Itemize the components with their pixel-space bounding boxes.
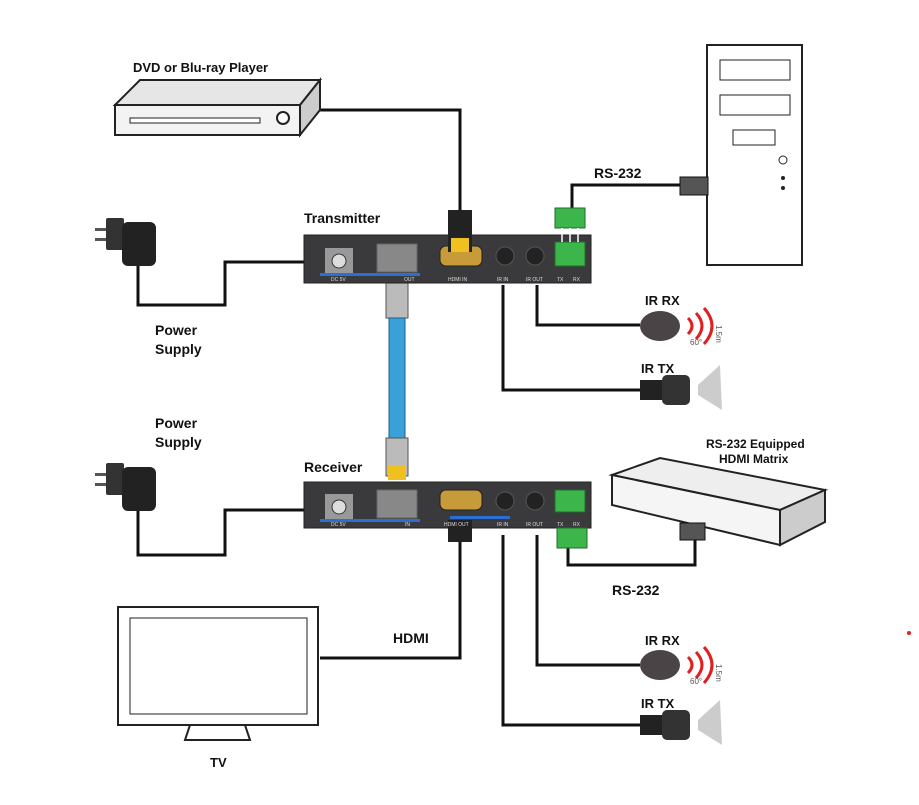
ir-rx-bottom-label: IR RX (645, 633, 680, 648)
svg-text:OUT: OUT (404, 277, 415, 283)
power-adapter-bottom-icon (95, 463, 156, 511)
ir-tx-cable-top (501, 285, 640, 392)
svg-text:IR IN: IR IN (497, 277, 509, 283)
ir-emitter-bottom-icon (640, 700, 722, 745)
svg-text:DC 5V: DC 5V (331, 522, 346, 528)
matrix-label-2: HDMI Matrix (719, 452, 789, 466)
svg-text:RX: RX (573, 277, 581, 283)
svg-text:TX: TX (557, 277, 564, 283)
hdmi-label: HDMI (393, 630, 429, 646)
hdmi-matrix-icon (608, 456, 829, 547)
power-top-label-2: Supply (155, 341, 202, 357)
svg-text:1.5m: 1.5m (714, 325, 723, 343)
transmitter-unit: DC 5V OUT HDMI IN IR IN IR OUT TX RX (303, 207, 592, 284)
svg-text:IR OUT: IR OUT (526, 277, 543, 283)
svg-text:TX: TX (557, 522, 564, 528)
rj45-out-port (376, 243, 418, 273)
rs232-cable-bottom (566, 540, 697, 567)
power-bottom-label-1: Power (155, 415, 198, 431)
svg-text:60°: 60° (690, 677, 702, 686)
ir-receiver-top-icon: 1.5m 60° (640, 307, 723, 347)
rs232-top-label: RS-232 (594, 165, 642, 181)
dvd-player-icon (112, 77, 323, 138)
svg-text:RX: RX (573, 522, 581, 528)
svg-text:IR IN: IR IN (497, 522, 509, 528)
tv-icon (117, 606, 319, 741)
power-cable-bottom (136, 508, 305, 557)
rs232-bottom-label: RS-232 (612, 582, 660, 598)
receiver-label: Receiver (304, 459, 363, 475)
hdmi-cable-dvd (300, 108, 462, 210)
svg-text:IR OUT: IR OUT (526, 522, 543, 528)
ir-receiver-bottom-icon: 1.5m 60° (640, 646, 723, 686)
red-dot (907, 631, 911, 635)
power-bottom-label-2: Supply (155, 434, 202, 450)
ir-rx-cable-bottom (535, 535, 640, 667)
ir-tx-bottom-label: IR TX (641, 696, 675, 711)
ir-tx-cable-bottom (501, 535, 640, 727)
receiver-unit: DC 5V IN HDMI OUT IR IN IR OUT TX RX (303, 481, 592, 549)
dvd-label: DVD or Blu-ray Player (133, 60, 268, 75)
svg-text:DC 5V: DC 5V (331, 277, 346, 283)
svg-text:HDMI OUT: HDMI OUT (444, 522, 469, 528)
power-cable-top (136, 260, 305, 307)
transmitter-label: Transmitter (304, 210, 381, 226)
ir-emitter-top-icon (640, 365, 722, 410)
svg-text:HDMI IN: HDMI IN (448, 277, 468, 283)
rs232-cable-top (570, 183, 680, 210)
svg-text:1.5m: 1.5m (714, 664, 723, 682)
hdmi-cable-tv (320, 540, 462, 660)
matrix-label-1: RS-232 Equipped (706, 437, 805, 451)
ir-rx-cable-top (535, 285, 640, 327)
power-top-label-1: Power (155, 322, 198, 338)
power-adapter-top-icon (95, 218, 156, 266)
ir-tx-top-label: IR TX (641, 361, 675, 376)
tv-label: TV (210, 755, 227, 770)
svg-text:60°: 60° (690, 338, 702, 347)
computer-tower-icon (679, 44, 803, 266)
svg-text:IN: IN (405, 522, 410, 528)
cat-cable (385, 272, 409, 480)
ir-rx-top-label: IR RX (645, 293, 680, 308)
